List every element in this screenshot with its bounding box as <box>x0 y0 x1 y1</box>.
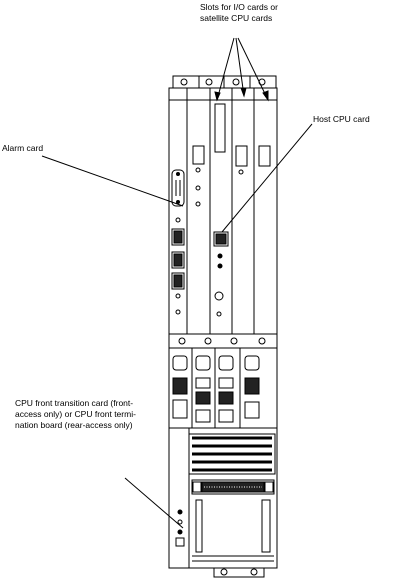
alarm-card <box>171 169 185 315</box>
rear-transition-section <box>168 347 278 429</box>
vent-slots <box>192 436 272 472</box>
host-cpu-callout: Host CPU card <box>313 114 370 124</box>
top-rail <box>172 75 277 89</box>
slots-callout-line1: Slots for I/O cards or <box>200 2 278 12</box>
slots-callout-line2: satellite CPU cards <box>200 13 273 23</box>
mid-rail <box>168 333 278 349</box>
cpu-front-card-callout: CPU front transition card (front- access… <box>15 398 165 431</box>
cpu-front-callout-line1: CPU front transition card (front- <box>15 398 134 408</box>
lower-bay <box>168 427 278 569</box>
alarm-card-callout: Alarm card <box>2 143 44 153</box>
cpu-front-callout-line2: access only) or CPU front termi- <box>15 409 136 419</box>
bottom-rail <box>213 567 265 578</box>
cpu-front-callout-line3: nation board (rear-access only) <box>15 420 133 430</box>
io-slot-cards <box>235 145 271 175</box>
slots-callout: Slots for I/O cards or satellite CPU car… <box>200 2 310 24</box>
host-cpu-card <box>192 145 229 317</box>
callout-leaders <box>41 37 313 529</box>
